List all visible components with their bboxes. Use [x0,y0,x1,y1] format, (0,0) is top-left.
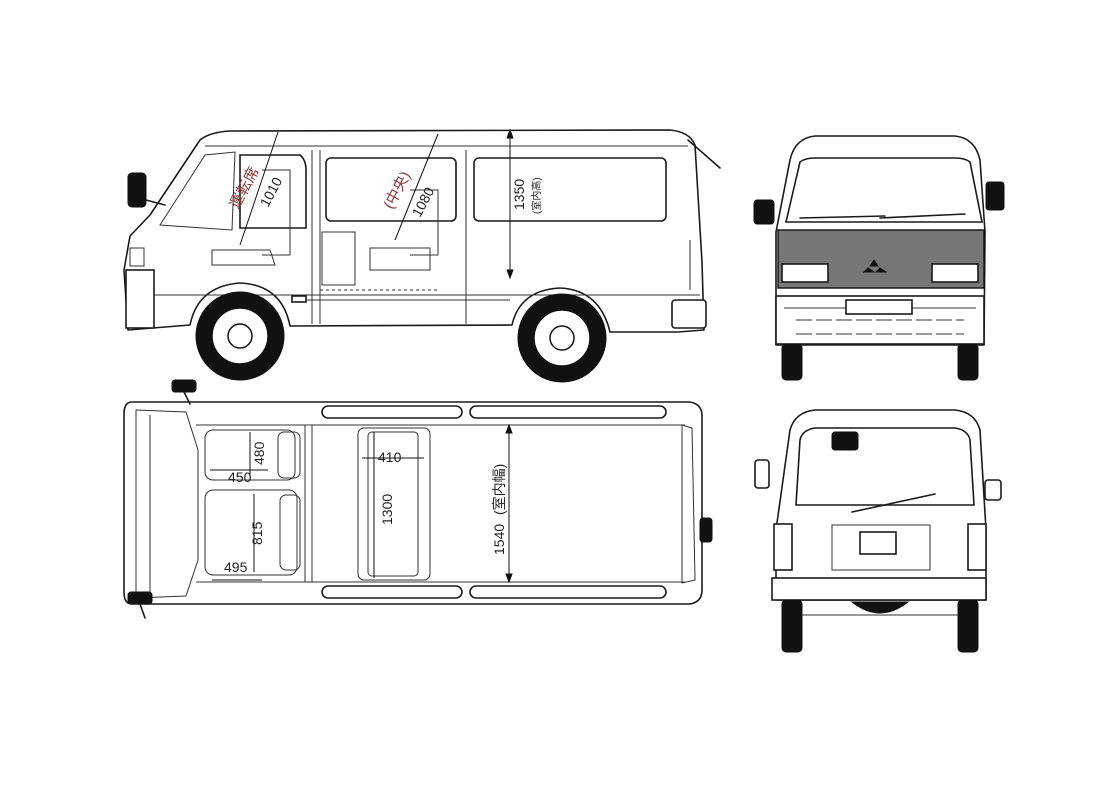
interior-width-dimension: 1540 [491,524,507,555]
top-view: 480 450 815 495 410 1300 1540 (室内幅) [123,379,713,619]
interior-height-note: (室内高) [530,177,543,214]
bench-seat-depth: 815 [249,521,265,545]
bench-seat-width: 495 [224,559,248,575]
interior-height-dimension: 1350 [511,179,527,210]
front-view [753,135,1005,381]
side-view: 運転席 1010 (中央) 1080 1350 (室内高) [123,128,721,383]
aisle-width: 410 [378,449,402,465]
front-seat-width: 450 [228,469,252,485]
aisle-length: 1300 [379,494,395,525]
front-seat-depth: 480 [251,441,267,465]
rear-view [754,409,1002,653]
interior-width-note: (室内幅) [491,464,507,515]
